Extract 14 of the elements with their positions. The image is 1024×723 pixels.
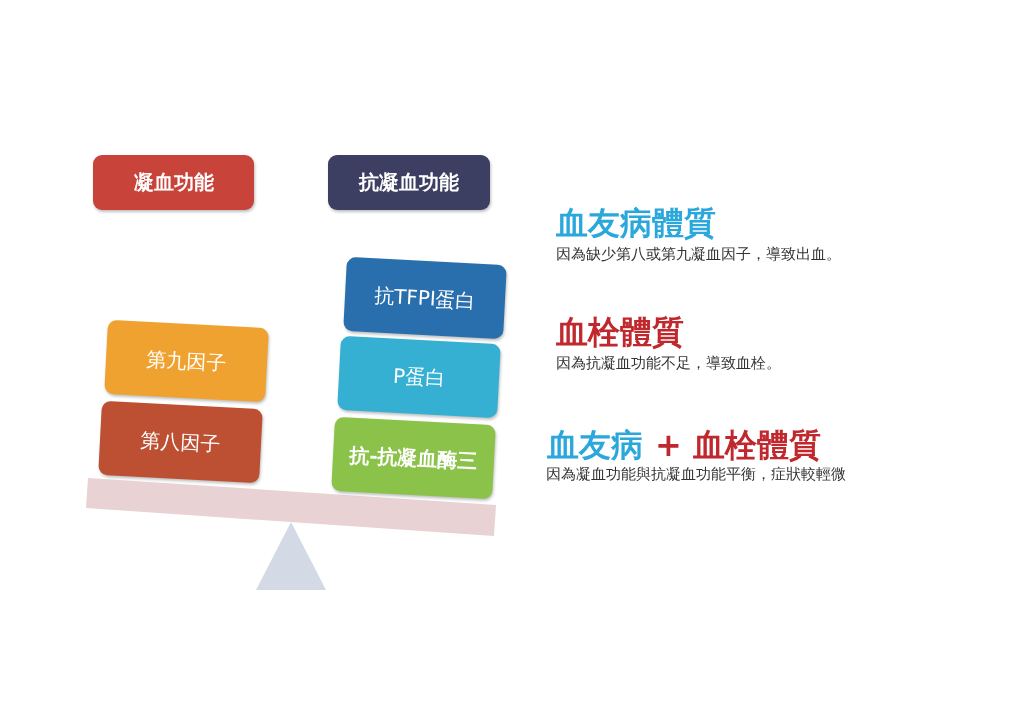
text-box: 第八因子 [98, 400, 263, 484]
description: 因為凝血功能與抗凝血功能平衡，症狀較輕微 [546, 465, 846, 484]
description: 因為缺少第八或第九凝血因子，導致出血。 [556, 245, 841, 264]
text-box: 第九因子 [104, 319, 269, 403]
text-box: 抗TFPI蛋白 [343, 256, 507, 340]
description: 因為抗凝血功能不足，導致血栓。 [556, 354, 781, 373]
heading: + 血栓體質 [655, 425, 821, 466]
text-box: 凝血功能 [93, 155, 254, 210]
heading: 血友病體質 [556, 203, 716, 244]
text-box: 抗凝血功能 [328, 155, 490, 210]
text-box: P蛋白 [337, 335, 501, 419]
heading: 血友病 [547, 425, 643, 466]
heading: 血栓體質 [556, 312, 684, 353]
text-box: 抗-抗凝血酶三 [331, 416, 496, 500]
